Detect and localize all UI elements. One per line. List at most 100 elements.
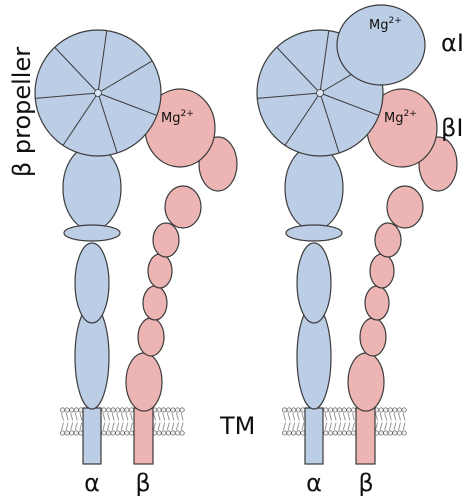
lipid-head bbox=[179, 407, 185, 413]
lipid-head bbox=[110, 407, 116, 413]
lipid-head bbox=[337, 407, 343, 413]
lipid-head bbox=[286, 430, 292, 436]
lipid-tail bbox=[384, 412, 388, 431]
alpha-knee-right bbox=[285, 224, 343, 242]
beta-domain-left bbox=[142, 285, 168, 321]
lipid-head bbox=[115, 430, 121, 436]
lipid-tail bbox=[70, 412, 74, 431]
alpha-tail-left bbox=[82, 407, 102, 465]
lipid-head bbox=[332, 407, 338, 413]
propeller-blade-line bbox=[97, 30, 108, 94]
beta-domain-left bbox=[164, 185, 202, 229]
beta-propeller-label: β propeller bbox=[8, 47, 36, 177]
lipid-head bbox=[156, 430, 162, 436]
lipid-head bbox=[73, 407, 79, 413]
lipid-head bbox=[337, 430, 343, 436]
lipid-tail bbox=[393, 412, 397, 431]
lipid-head bbox=[392, 430, 398, 436]
lipid-tail bbox=[176, 412, 179, 431]
lipid-head bbox=[378, 430, 384, 436]
propeller-hub bbox=[316, 89, 324, 97]
lipid-tail bbox=[102, 412, 106, 431]
lipid-head bbox=[119, 407, 125, 413]
lipid-tail bbox=[402, 412, 406, 431]
beta-tail-right bbox=[355, 407, 376, 465]
lipid-head bbox=[156, 407, 162, 413]
alpha-subunit-left bbox=[62, 145, 122, 465]
propeller-blade-line bbox=[276, 46, 321, 94]
lipid-head bbox=[69, 430, 75, 436]
lipid-head bbox=[161, 430, 167, 436]
lipid-head bbox=[165, 407, 171, 413]
beta-tail-left bbox=[133, 407, 154, 465]
propeller-blade-line bbox=[257, 92, 321, 99]
lipid-head bbox=[128, 407, 135, 413]
alpha-subunit-right bbox=[284, 145, 344, 465]
membrane-background bbox=[60, 410, 185, 433]
lipid-head bbox=[174, 430, 181, 436]
beta-domain-left bbox=[152, 222, 180, 258]
lipid-tail bbox=[347, 412, 351, 431]
lipid-tail bbox=[130, 412, 133, 431]
lipid-head bbox=[105, 407, 112, 413]
lipid-head bbox=[396, 407, 403, 413]
lipid-head bbox=[128, 430, 135, 436]
lipid-head bbox=[323, 407, 329, 413]
lipid-tail bbox=[61, 412, 64, 431]
lipid-tail bbox=[111, 412, 115, 431]
lipid-head bbox=[387, 407, 393, 413]
lipid-head bbox=[291, 407, 297, 413]
lipid-head bbox=[341, 407, 347, 413]
mg-ion-label-right: Mg2+ bbox=[384, 109, 417, 126]
lipid-head bbox=[64, 407, 70, 413]
lipid-tail bbox=[157, 412, 161, 431]
lipid-tail bbox=[65, 412, 69, 431]
lipid-head bbox=[286, 407, 292, 413]
lipid-head bbox=[174, 407, 181, 413]
beta-domain-right bbox=[359, 317, 387, 357]
lipid-head bbox=[327, 430, 334, 436]
lipid-tail bbox=[283, 412, 286, 431]
lipid-tail bbox=[342, 412, 346, 431]
propeller-blade-line bbox=[319, 92, 380, 116]
lipid-tail bbox=[388, 412, 392, 431]
lipid-tail bbox=[292, 412, 296, 431]
lipid-head bbox=[323, 430, 329, 436]
propeller-blade-line bbox=[97, 92, 158, 116]
lipid-head bbox=[101, 430, 107, 436]
lipid-head bbox=[69, 407, 75, 413]
beta-label-right: β bbox=[358, 469, 373, 497]
alpha-thigh-left bbox=[62, 145, 122, 231]
lipid-head bbox=[64, 430, 70, 436]
lipid-tail bbox=[338, 412, 342, 431]
lipid-head bbox=[105, 430, 112, 436]
lipid-head bbox=[383, 430, 389, 436]
lipid-head bbox=[383, 407, 389, 413]
beta-domain-left bbox=[137, 317, 165, 357]
lipid-head bbox=[59, 407, 66, 413]
lipid-head bbox=[73, 430, 79, 436]
lipid-head bbox=[179, 430, 185, 436]
mg-ion-label-left: Mg2+ bbox=[161, 109, 194, 126]
lipid-head bbox=[119, 430, 125, 436]
lipid-tail bbox=[375, 412, 378, 431]
lipid-head bbox=[350, 430, 357, 436]
propeller-blade-line bbox=[97, 60, 153, 94]
membrane-bilayer-left bbox=[59, 407, 185, 436]
lipid-head bbox=[392, 407, 398, 413]
propeller-blade-line bbox=[97, 92, 118, 154]
lipid-head bbox=[281, 430, 288, 436]
lipid-head bbox=[124, 407, 130, 413]
propeller-hub bbox=[94, 89, 102, 97]
beta-propeller-left bbox=[34, 29, 162, 157]
lipid-head bbox=[161, 407, 167, 413]
beta-label-left: β bbox=[135, 469, 150, 497]
beta-domain-right bbox=[386, 185, 424, 229]
lipid-head bbox=[332, 430, 338, 436]
lipid-head bbox=[59, 430, 66, 436]
beta-domain-right bbox=[369, 253, 395, 289]
lipid-head bbox=[350, 407, 357, 413]
lipid-head bbox=[281, 407, 288, 413]
lipid-head bbox=[124, 430, 130, 436]
alpha-i-domain bbox=[336, 4, 426, 86]
